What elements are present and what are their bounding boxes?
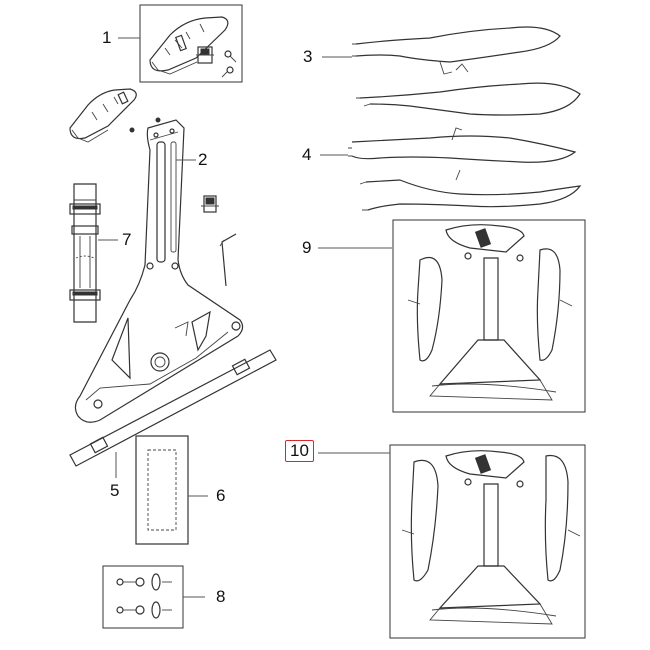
- callout-9: 9: [302, 238, 312, 257]
- part-10-inset: [389, 444, 586, 639]
- part-5-strap: [69, 349, 277, 467]
- part-1-inset: [139, 4, 243, 83]
- part-9-inset: [392, 219, 586, 413]
- callout-4: 4: [302, 145, 312, 164]
- part-8-inset: [102, 565, 184, 629]
- callout-5: 5: [110, 481, 120, 500]
- callout-3: 3: [303, 47, 313, 66]
- callout-6: 6: [216, 486, 226, 505]
- callout-2: 2: [198, 150, 208, 169]
- callout-7: 7: [122, 230, 132, 249]
- part-7-strap: [69, 183, 101, 323]
- backplate-assembly: [69, 88, 244, 423]
- callout-8: 8: [216, 587, 226, 606]
- part-6-sheet: [135, 435, 189, 545]
- part-4-harness: [348, 127, 582, 211]
- part-3-harness: [352, 26, 581, 116]
- callout-10[interactable]: 10: [285, 440, 314, 462]
- callout-1: 1: [102, 28, 112, 47]
